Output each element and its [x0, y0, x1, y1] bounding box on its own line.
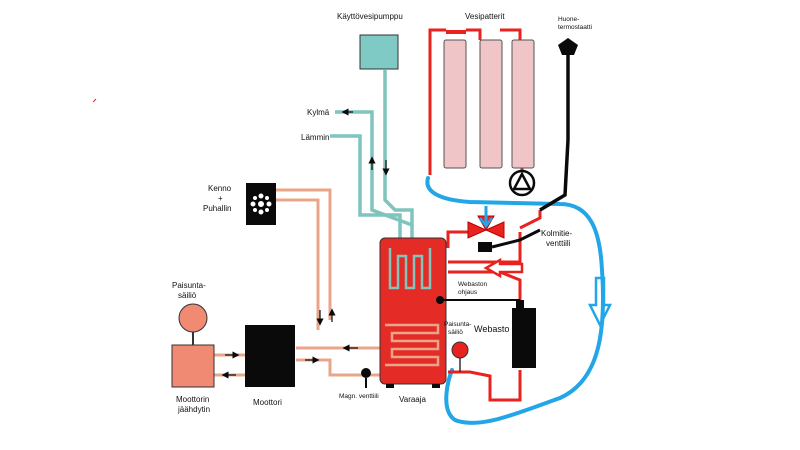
magnetic-valve-icon — [361, 368, 371, 388]
small-expansion-label-1: Paisunta- — [444, 321, 471, 328]
hot-pipes — [428, 28, 542, 402]
warm-water-label: Lämmin — [301, 133, 329, 142]
pentagon-icon — [539, 38, 578, 212]
small-expansion-label-2: säiliö — [448, 329, 463, 336]
three-way-valve-icon — [467, 206, 541, 252]
webasto-control-label-2: ohjaus — [458, 289, 478, 296]
webasto-control-dot — [436, 296, 444, 304]
thermostat-label-1: Huone- — [558, 16, 579, 23]
valve-label-1: Kolmitie- — [541, 229, 572, 238]
webasto-unit — [512, 308, 536, 368]
valve-label-2: venttiili — [546, 239, 571, 248]
small-expansion-tank — [451, 341, 469, 359]
engine-block — [245, 325, 295, 387]
large-expansion-label-2: säiliö — [178, 291, 197, 300]
pump-triangle-icon — [508, 169, 536, 197]
engine-radiator-label-2: jäähdytin — [177, 405, 210, 414]
tank-label: Varaaja — [399, 395, 427, 404]
hot-water-pump-box — [359, 34, 399, 70]
radiators — [443, 30, 535, 169]
cold-water-label: Kylmä — [307, 108, 330, 117]
large-expansion-tank — [178, 303, 208, 333]
engine-flow-arrows — [221, 344, 358, 379]
magnetic-valve-label: Magn. venttiili — [339, 393, 379, 400]
heater-core-label-3: Puhallin — [203, 204, 231, 213]
webasto-control-label-1: Webaston — [458, 281, 488, 288]
hot-water-pump-label: Käyttövesipumppu — [337, 12, 403, 21]
fan-icon — [250, 193, 272, 215]
engine-label: Moottori — [253, 398, 282, 407]
red-flow-arrow — [483, 257, 524, 279]
engine-radiator-label-1: Moottorin — [176, 395, 209, 404]
heater-core-label-2: + — [218, 194, 223, 203]
tank-upper-coil — [388, 248, 432, 290]
cold-pipes — [330, 70, 414, 240]
heater-core-label-1: Kenno — [208, 184, 232, 193]
large-expansion-label-1: Paisunta- — [172, 281, 206, 290]
engine-radiator — [171, 344, 215, 388]
blue-flow-arrow — [587, 276, 613, 328]
radiators-label: Vesipatterit — [465, 12, 505, 21]
thermostat-label-2: termostaatti — [558, 24, 592, 31]
webasto-label: Webasto — [474, 324, 509, 334]
blue-circulation-loop — [425, 176, 606, 425]
tank-lower-coil — [385, 323, 440, 367]
